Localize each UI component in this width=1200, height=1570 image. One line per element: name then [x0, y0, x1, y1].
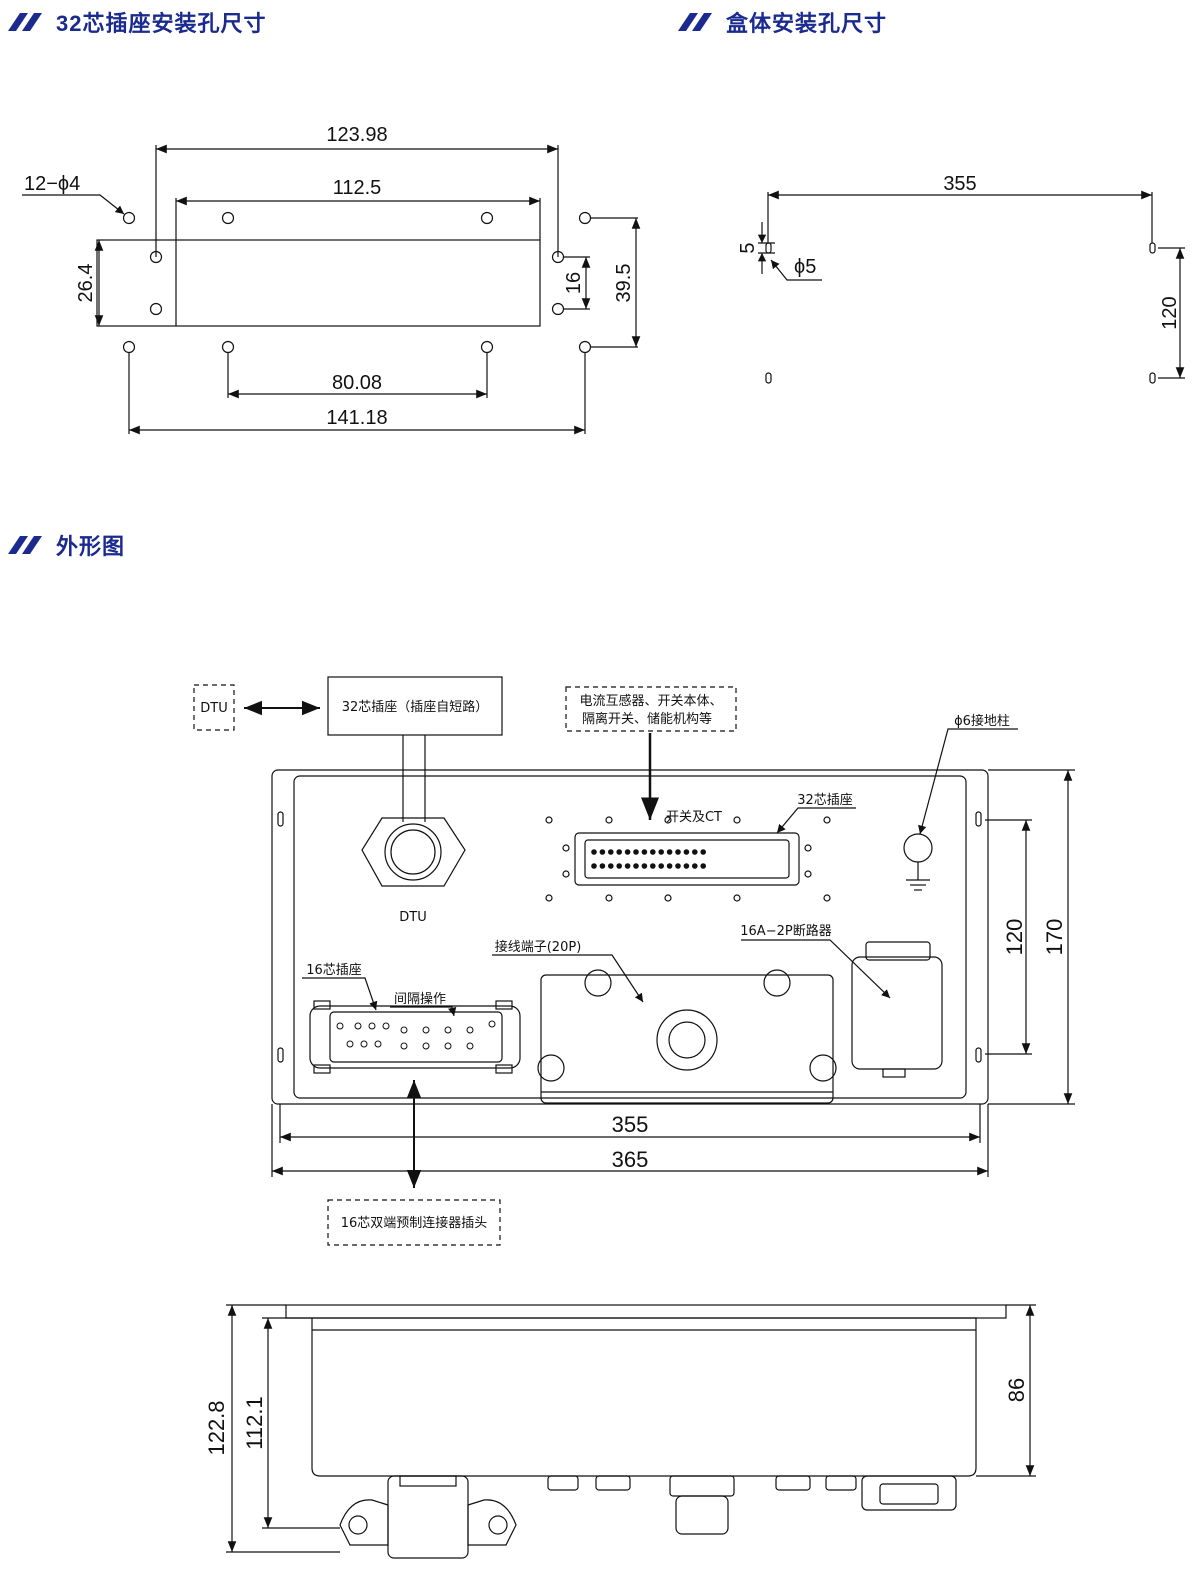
dim-box-height: 120: [1159, 296, 1181, 329]
socket16-pin: [368, 1022, 376, 1030]
socket-hole-drawing: [22, 144, 641, 435]
section-header-box-holes: 盒体安装孔尺寸: [678, 6, 887, 38]
label-socket-box: 32芯插座（插座自短路）: [342, 699, 489, 715]
dim-outline-h-outer: 170: [1042, 919, 1067, 956]
socket16-pin: [444, 1042, 452, 1050]
dim-socket-w-outer: 123.98: [326, 124, 387, 146]
socket16-pin: [400, 1042, 408, 1050]
section-header-outline: 外形图: [8, 529, 125, 561]
socket16-pin: [360, 1040, 368, 1048]
dim-box-width: 355: [943, 173, 976, 195]
connector-pin: [675, 863, 681, 869]
connector-pin: [633, 863, 639, 869]
connector-pin: [700, 863, 706, 869]
label-ct-box-line2: 隔离开关、储能机构等: [582, 711, 712, 727]
label-breaker: 16A−2P断路器: [740, 923, 831, 939]
label-switch-ct: 开关及CT: [666, 810, 722, 825]
label-plug16: 16芯双端预制连接器插头: [341, 1215, 488, 1231]
connector-pin: [599, 863, 606, 869]
dim-socket-h-right: 39.5: [613, 264, 635, 303]
section-header-socket-holes: 32芯插座安装孔尺寸: [8, 6, 266, 38]
socket16-pin: [400, 1026, 408, 1034]
connector-pin: [624, 849, 631, 855]
connector-pin: [591, 849, 597, 855]
dim-box-hole-h: 5: [737, 242, 759, 253]
connector-pin: [650, 849, 656, 855]
label-terminal: 接线端子(20P): [495, 939, 582, 955]
dim-side-h-body: 112.1: [242, 1396, 267, 1449]
socket16-pin: [374, 1040, 382, 1048]
connector-pin: [608, 863, 614, 869]
dim-socket-w-bottom-inner: 80.08: [332, 372, 382, 394]
connector-pin: [683, 863, 690, 869]
dim-box-hole-d: ϕ5: [794, 256, 816, 278]
connector-pin: [616, 849, 622, 855]
dim-socket-h-small: 16: [563, 272, 585, 294]
socket16-pin: [422, 1026, 430, 1034]
section-title: 外形图: [56, 534, 126, 559]
label-dtu-box: DTU: [200, 701, 227, 716]
connector-pin: [675, 849, 681, 855]
socket16-pin: [488, 1020, 496, 1028]
dim-socket-h-left: 26.4: [75, 264, 97, 303]
connector-pin: [591, 863, 597, 869]
label-dtu: DTU: [399, 910, 426, 925]
section-title: 32芯插座安装孔尺寸: [56, 11, 267, 36]
connector-pin: [658, 849, 664, 855]
socket16-pin: [382, 1022, 390, 1030]
socket16-pin: [336, 1022, 344, 1030]
socket16-pin: [346, 1040, 354, 1048]
socket-outline: [96, 239, 541, 327]
socket16-pin: [444, 1026, 452, 1034]
label-socket16: 16芯插座: [306, 963, 362, 978]
dim-outline-h-inner: 120: [1002, 919, 1027, 956]
label-ground: ϕ6接地柱: [954, 713, 1010, 729]
connector-pin: [692, 849, 698, 855]
section-title: 盒体安装孔尺寸: [726, 11, 888, 36]
socket16-pins: [336, 1020, 496, 1050]
dim-side-h-total: 122.8: [204, 1400, 229, 1455]
socket16-pin: [354, 1022, 362, 1030]
connector-pin: [692, 863, 698, 869]
connector-pin: [658, 863, 664, 869]
connector-pin: [641, 849, 648, 855]
connector-pin: [641, 863, 648, 869]
connector-pin: [599, 849, 606, 855]
parallelogram-icon: [8, 536, 42, 554]
dim-socket-holes: 12−ϕ4: [24, 173, 80, 195]
connector-pins: [591, 849, 706, 869]
connector-pin: [700, 849, 706, 855]
socket16-pin: [466, 1026, 474, 1034]
connector-pin: [650, 863, 656, 869]
connector-pin: [633, 849, 639, 855]
dim-socket-w-bottom-outer: 141.18: [326, 407, 387, 429]
dim-outline-w-outer: 365: [612, 1147, 649, 1172]
dim-outline-w-inner: 355: [612, 1112, 649, 1137]
connector-pin: [666, 863, 673, 869]
parallelogram-icon: [8, 13, 42, 31]
label-ct-box-line1: 电流互感器、开关本体、: [579, 693, 722, 709]
socket16-pin: [466, 1042, 474, 1050]
dim-socket-w-inner: 112.5: [333, 177, 382, 199]
box-hole-drawing: [757, 190, 1185, 384]
outline-front-view: [193, 676, 1075, 1246]
connector-pin: [616, 863, 622, 869]
label-interval: 间隔操作: [394, 991, 446, 1007]
socket16-pin: [422, 1042, 430, 1050]
connector-pin: [666, 849, 673, 855]
dim-side-h-right: 86: [1004, 1378, 1029, 1402]
connector-pin: [683, 849, 690, 855]
side-view: [226, 1304, 1036, 1559]
label-socket32: 32芯插座: [797, 793, 853, 808]
parallelogram-icon: [678, 13, 712, 31]
connector-pin: [624, 863, 631, 869]
connector-pin: [608, 849, 614, 855]
